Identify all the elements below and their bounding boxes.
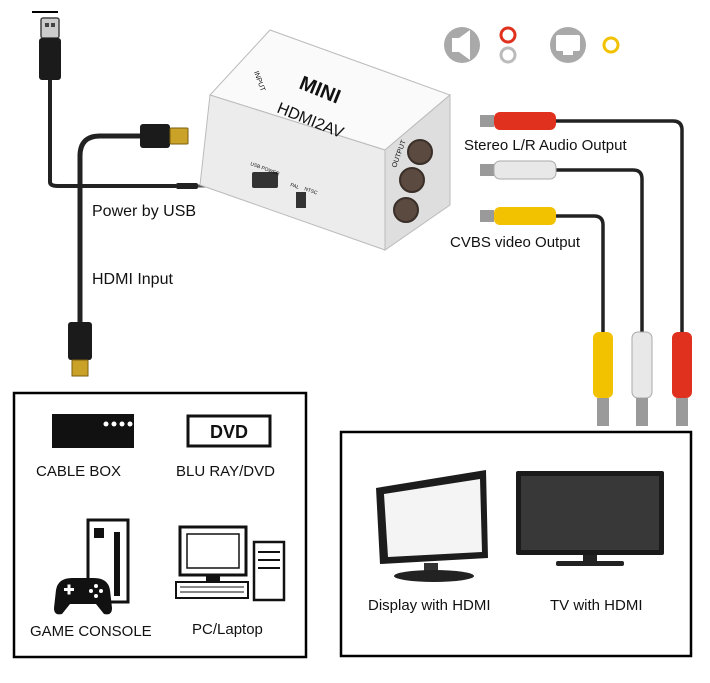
display-label-monitor: Display with HDMI (368, 597, 491, 614)
video-output-label: CVBS video Output (450, 234, 581, 251)
rca-cable-yellow (480, 207, 613, 426)
rca-port-red (407, 139, 433, 165)
tv-icon (516, 471, 664, 566)
display-monitor-icon (376, 470, 488, 582)
rca-port-yellow (393, 197, 419, 223)
speaker-icon (444, 27, 480, 63)
rca-cable-red (480, 112, 692, 426)
hdmi-input-label: HDMI Input (92, 271, 173, 288)
monitor-icon (550, 27, 586, 63)
rca-cable-white (480, 160, 653, 426)
usb-port (252, 172, 278, 188)
power-label: Power by USB (92, 203, 196, 220)
display-label-tv: TV with HDMI (550, 597, 643, 614)
cable-box-icon (52, 414, 134, 448)
display-devices-box (339, 430, 693, 658)
source-devices-box (12, 391, 308, 659)
dvd-icon (186, 414, 272, 448)
switch-pal-label: PAL (289, 182, 300, 191)
hdmi-plug-icon (68, 322, 92, 377)
dvd-badge: DVD (210, 422, 248, 442)
source-label-bluray-dvd: BLU RAY/DVD (176, 463, 275, 480)
rca-port-white (399, 167, 425, 193)
rca-video-icon (602, 36, 620, 54)
source-label-pc-laptop: PC/Laptop (192, 621, 263, 638)
hdmi-plug-icon (140, 124, 189, 148)
gamepad-icon (54, 578, 112, 615)
audio-output-label: Stereo L/R Audio Output (464, 137, 627, 154)
hdmi-cable (77, 133, 140, 322)
source-label-cable-box: CABLE BOX (36, 463, 121, 480)
pal-ntsc-switch (296, 192, 306, 208)
switch-ntsc-label: NTSC (303, 186, 318, 196)
pc-laptop-icon (175, 525, 286, 602)
rca-audio-icon (499, 26, 517, 64)
converter-device (199, 29, 451, 251)
source-label-game-console: GAME CONSOLE (30, 623, 152, 640)
usb-plug-icon (39, 17, 61, 80)
